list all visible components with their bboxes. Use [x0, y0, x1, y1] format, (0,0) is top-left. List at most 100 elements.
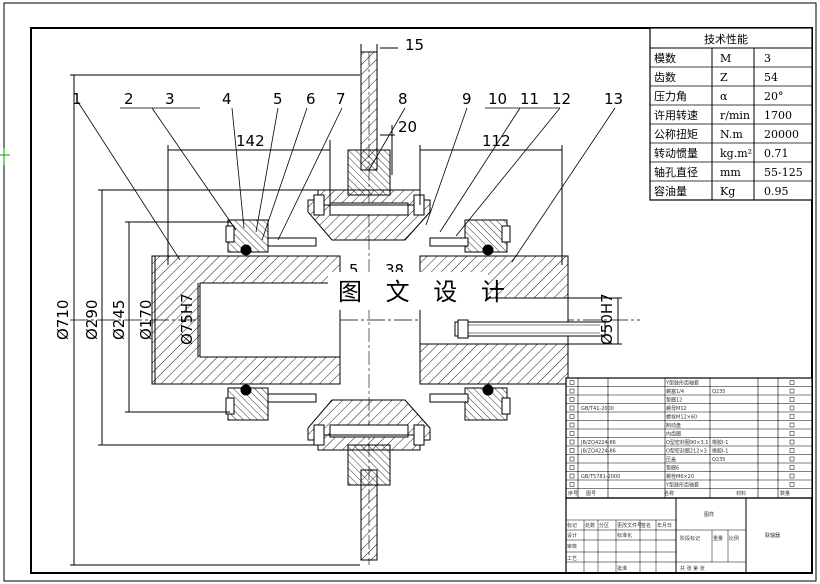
title-label-sheets: 共 张 第 张 [680, 565, 705, 572]
registration-mark [0, 148, 10, 165]
bom-name: 螺母M12 [666, 405, 687, 412]
title-label-sign: 签名 [641, 522, 651, 529]
spec-value: 54 [764, 71, 778, 84]
bom-seq-box [569, 414, 575, 419]
dim-dia710: Ø710 [54, 300, 72, 340]
watermark-box [328, 272, 488, 310]
bom-qty-box [789, 397, 795, 402]
bom-seq-box [569, 456, 575, 462]
part-number: 12 [552, 90, 571, 108]
dim-15: 15 [405, 36, 424, 54]
title-label-count: 处数 [585, 522, 595, 529]
bom-std: GB/T5781-2000 [581, 474, 620, 480]
bom-header-qty: 数量 [780, 490, 790, 497]
title-label-approve: 批准 [617, 565, 627, 572]
drawing-frame [30, 27, 813, 574]
bom-qty-box [789, 414, 795, 419]
bom-seq-box [569, 397, 575, 402]
spec-value: 0.95 [764, 185, 789, 198]
title-label-weight: 重量 [713, 535, 723, 542]
title-label-date: 年月日 [657, 522, 672, 529]
bom-header-code: 图号 [586, 491, 596, 497]
bom-seq-box [569, 388, 575, 394]
bom-seq-box [569, 431, 575, 436]
sheet-border-outer [3, 2, 817, 582]
title-label-stage: 阶段标记 [680, 535, 700, 542]
part-number: 2 [124, 90, 134, 108]
bom-seq-box [569, 422, 575, 428]
part-number: 8 [398, 90, 408, 108]
bom-qty-box [789, 465, 795, 470]
spec-value: 20000 [764, 128, 799, 141]
dim-dia50: Ø50H7 [598, 293, 616, 345]
bom-name: Y型鼓形齿轴套 [665, 380, 699, 387]
bom-name: 压盖 [666, 456, 676, 463]
title-label-standardize: 标准化 [617, 532, 632, 539]
part-number: 3 [165, 90, 175, 108]
spec-title: 技术性能 [704, 32, 748, 46]
title-label-zone: 分区 [599, 522, 609, 529]
part-number: 6 [306, 90, 316, 108]
spec-value: 55-125 [764, 166, 803, 179]
bom-seq-box [569, 473, 575, 479]
spec-name: 轴孔直径 [654, 165, 698, 179]
coupling-section-view [70, 44, 640, 566]
bom-mat: 橡胶I-1 [712, 439, 728, 446]
bom-mat: 橡胶I-1 [712, 448, 728, 455]
dim-dia290: Ø290 [83, 300, 101, 340]
bom-seq-box [569, 380, 575, 385]
bom-qty-box [789, 482, 795, 487]
part-number: 5 [273, 90, 283, 108]
bom-qty-box [789, 431, 795, 436]
spec-name: 公称扭矩 [654, 127, 698, 141]
bom-qty-box [789, 405, 795, 411]
title-label-change-doc: 更改文件号 [617, 522, 642, 529]
bom-name: 制动盘 [666, 422, 681, 429]
bom-std: JB/ZQ4224-86 [580, 449, 616, 455]
bom-name: 垫圈6 [666, 465, 679, 472]
bom-seq-box [569, 482, 575, 487]
bom-std: GB/T41-2000 [581, 406, 614, 412]
part-leaders [77, 101, 616, 263]
bom-name: 垫圈12 [666, 397, 682, 404]
part-number: 10 [488, 90, 507, 108]
spec-value: 20° [764, 90, 784, 103]
part-number: 13 [604, 90, 623, 108]
spec-symbol: r/min [720, 109, 750, 122]
spec-symbol: α [720, 90, 728, 103]
dim-142: 142 [236, 132, 265, 150]
part-number: 4 [222, 90, 232, 108]
bom-qty-box [789, 422, 795, 428]
bom-qty-box [789, 388, 795, 394]
part-number: 9 [462, 90, 472, 108]
bom-seq-box [569, 439, 575, 445]
bom-name: O型密封圈90×3.1 [666, 439, 708, 446]
title-label-process: 工艺 [567, 556, 577, 562]
part-number: 1 [72, 90, 82, 108]
title-block [565, 497, 813, 574]
part-number: 11 [520, 90, 539, 108]
spec-value: 1700 [764, 109, 792, 122]
spec-symbol: kg.m² [720, 147, 752, 160]
bom-name: 螺栓M6×20 [666, 473, 694, 480]
bom-mat: Q235 [712, 389, 725, 395]
bom-qty-box [789, 448, 795, 453]
bom-qty-box [789, 456, 795, 462]
title-label-scale: 比例 [729, 535, 739, 542]
part-numbers: 1 2 3 4 5 6 7 8 9 10 11 12 13 [72, 90, 623, 108]
bom-name: Y型鼓形齿轴套 [665, 482, 699, 489]
spec-symbol: mm [720, 166, 741, 179]
dim-dia170: Ø170 [137, 300, 155, 340]
bom-mat: Q235 [712, 457, 725, 463]
dim-112: 112 [482, 132, 511, 150]
spec-value: 0.71 [764, 147, 789, 160]
dim-dia75: Ø75H7 [178, 293, 196, 345]
bom-seq-box [569, 465, 575, 470]
bom-seq-box [569, 448, 575, 453]
bom-name: 螺塞1/4 [666, 388, 684, 395]
spec-name: 压力角 [654, 90, 687, 103]
spec-name: 模数 [654, 52, 676, 65]
watermark: 图 文 设 计 [338, 278, 513, 306]
